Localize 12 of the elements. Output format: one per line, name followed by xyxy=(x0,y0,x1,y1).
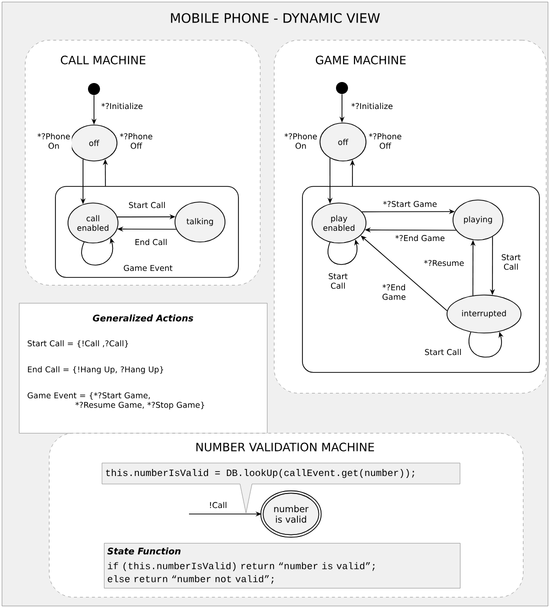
title: MOBILE PHONE - DYNAMIC VIEW xyxy=(171,13,380,23)
edge-label: *?Phone On xyxy=(282,132,319,150)
edge-label: *?Phone Off xyxy=(367,132,404,150)
edge-label: *?Phone Off xyxy=(118,132,154,150)
edge-label: Start Call xyxy=(320,272,356,290)
initial-state-dot xyxy=(88,83,100,95)
function-box: State Function if (this.numberIsValid) return “number is valid”; else return “number not valid”; xyxy=(104,543,460,588)
edge-label: *?End Game xyxy=(376,283,412,301)
edge-label: *?Phone On xyxy=(36,132,72,150)
initial-state-dot xyxy=(336,82,348,94)
edge-label: Start Call xyxy=(495,253,527,271)
note-box: Generalized Actions Start Call = {!Call ,?Call} End Call = {!Hang Up, ?Hang Up} Game Event = {*?Start Game, *?Resume Game, *?Stop Game} xyxy=(19,303,268,434)
